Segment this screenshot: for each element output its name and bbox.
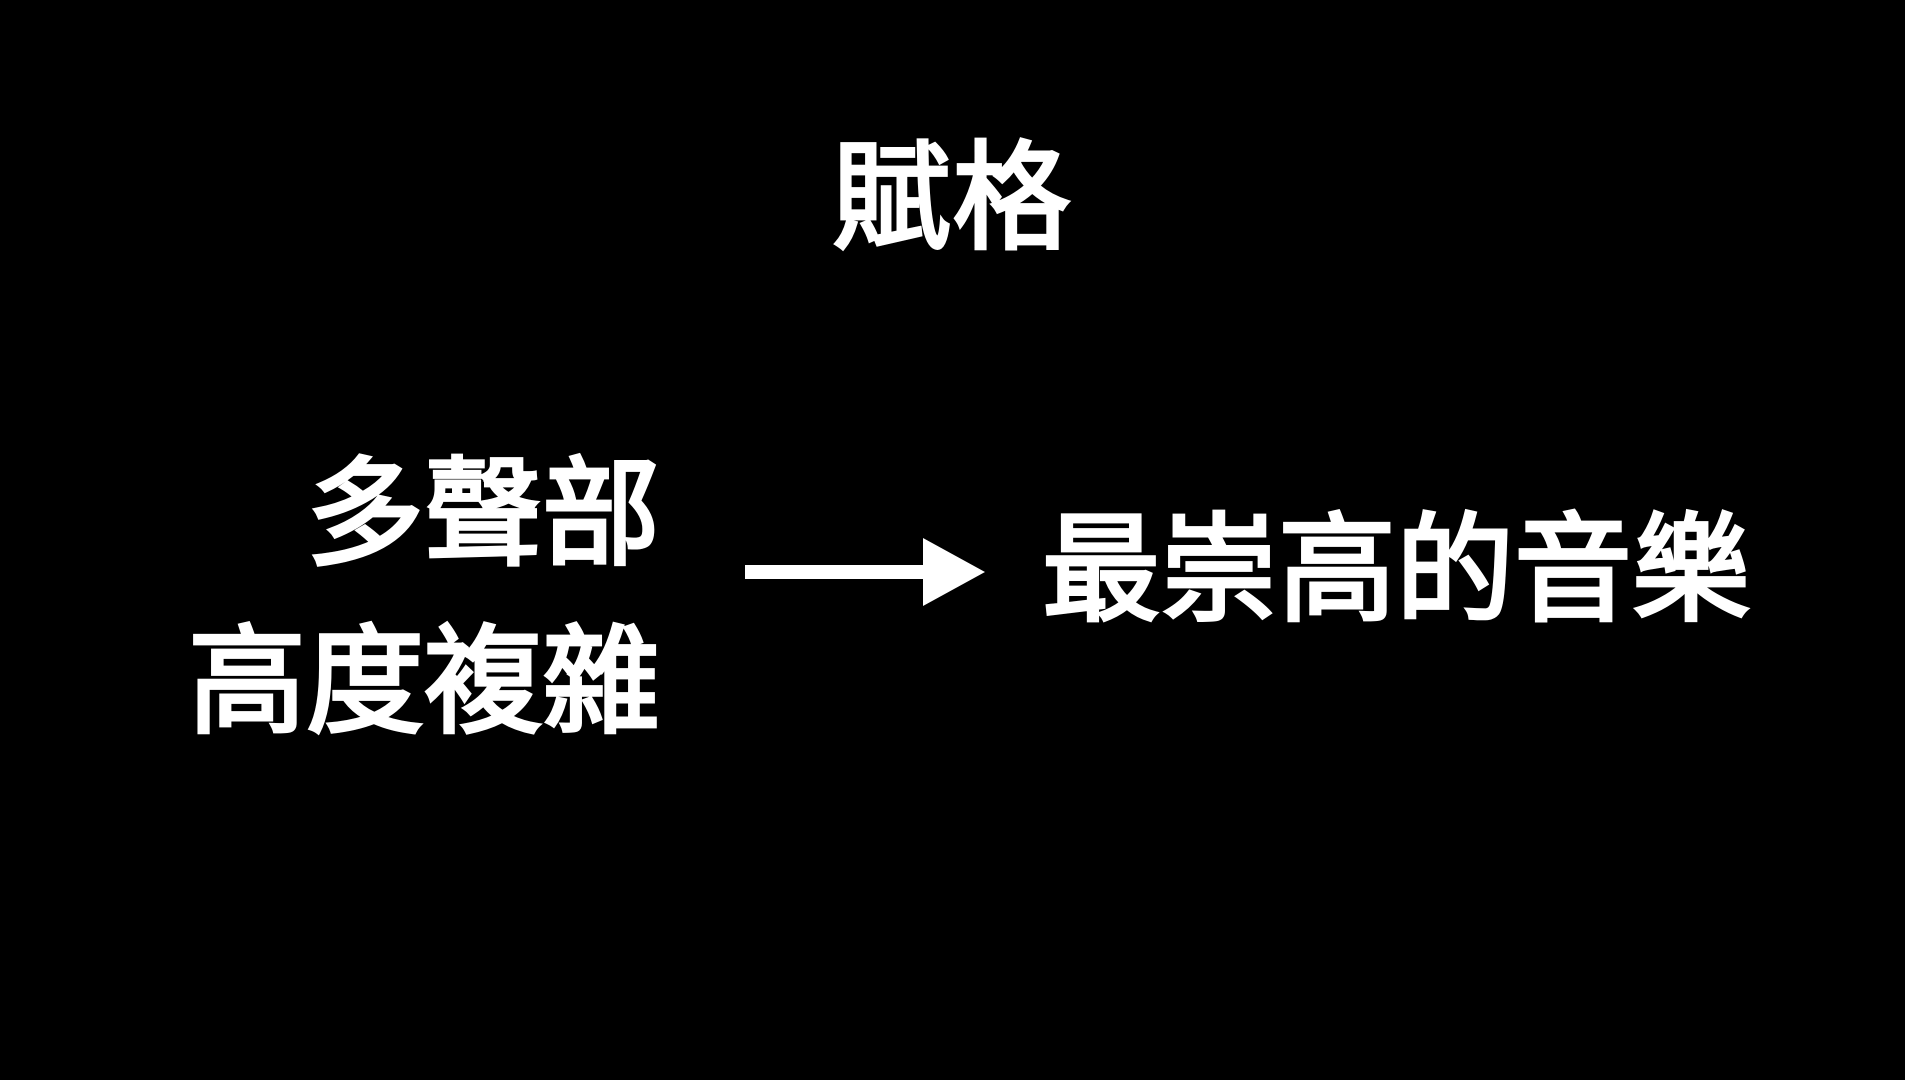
right-text: 最崇高的音樂 [1042,500,1751,639]
slide-title: 賦格 [832,128,1073,267]
left-line-1: 多聲部 [305,444,660,583]
right-arrow-icon [745,538,985,606]
left-line-2: 高度複雜 [187,612,660,751]
left-text-block: 多聲部 高度複雜 [150,430,660,766]
